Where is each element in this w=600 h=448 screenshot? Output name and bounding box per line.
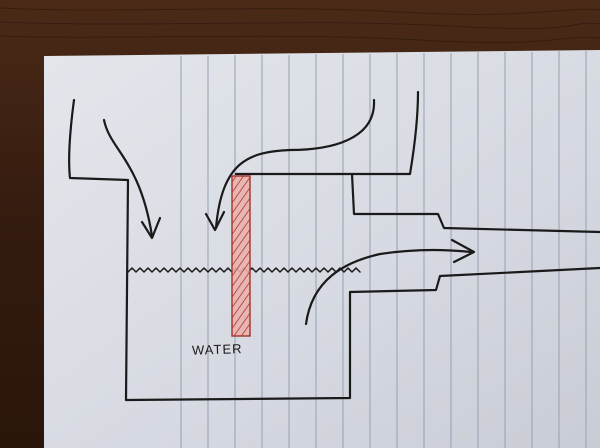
inflow-arrow-center bbox=[214, 98, 376, 230]
arrowhead-right bbox=[450, 238, 476, 264]
arrowhead-center bbox=[204, 210, 226, 232]
wood-grain bbox=[0, 7, 600, 44]
outflow-arrow bbox=[304, 248, 474, 326]
water-label: WATER bbox=[192, 341, 243, 358]
tank-right-chimney bbox=[350, 90, 420, 176]
inflow-arrow-left bbox=[102, 118, 154, 238]
red-divider bbox=[231, 175, 251, 337]
tank-outline bbox=[68, 98, 600, 402]
paper-sheet bbox=[44, 50, 600, 448]
arrowhead-left bbox=[140, 216, 162, 240]
tank-right-upper-wall bbox=[234, 172, 600, 234]
